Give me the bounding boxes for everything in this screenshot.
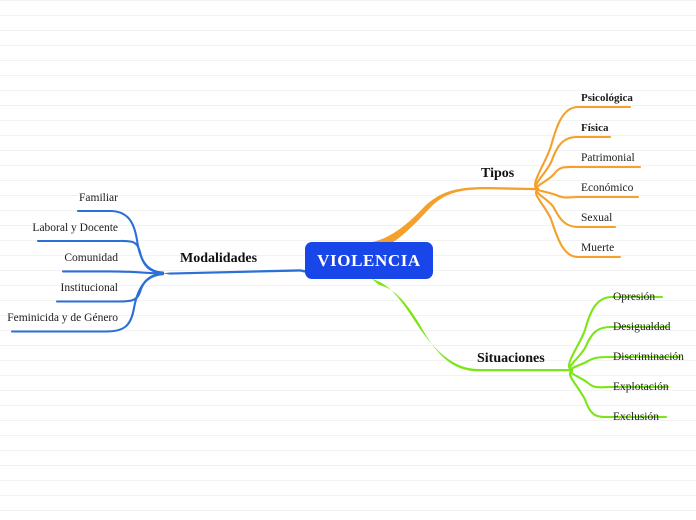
leaf-situaciones-opresion[interactable]: Opresión [613,291,656,303]
leaf-situaciones-explotacion[interactable]: Explotación [613,381,669,393]
edge-tipos-child-1 [535,135,612,191]
edge-modalidades-child-2 [61,270,165,275]
leaf-modalidades-feminicida-y-de-genero[interactable]: Feminicida y de Género [7,312,118,324]
edge-modalidades-trunk [163,269,305,275]
edge-modalidades-child-1 [36,239,165,275]
leaf-tipos-patrimonial[interactable]: Patrimonial [581,152,635,164]
leaf-tipos-muerte[interactable]: Muerte [581,242,615,254]
edge-tipos-trunk [372,187,538,249]
leaf-situaciones-discriminacion[interactable]: Discriminación [613,351,684,363]
central-node[interactable]: VIOLENCIA [305,242,433,279]
edge-situaciones-child-0 [568,295,664,371]
edge-situaciones-child-3 [569,369,670,389]
edge-situaciones-child-4 [569,370,668,419]
branch-title-situaciones[interactable]: Situaciones [477,351,545,366]
leaf-situaciones-desigualdad[interactable]: Desigualdad [613,321,671,333]
edge-tipos-child-5 [535,188,622,259]
leaf-tipos-sexual[interactable]: Sexual [581,212,613,224]
leaf-tipos-fisica[interactable]: Física [581,122,609,134]
edge-tipos-child-0 [534,105,632,190]
branch-title-tipos[interactable]: Tipos [481,166,515,181]
central-node-label: VIOLENCIA [317,250,421,270]
edge-situaciones-child-1 [569,325,670,372]
leaf-modalidades-laboral-y-docente[interactable]: Laboral y Docente [32,222,118,234]
leaf-modalidades-comunidad[interactable]: Comunidad [64,252,118,264]
edge-tipos-child-4 [535,188,617,229]
edge-tipos-child-3 [536,188,640,199]
branch-title-modalidades[interactable]: Modalidades [180,251,258,266]
leaf-tipos-psicologica[interactable]: Psicológica [581,92,633,104]
leaf-tipos-economico[interactable]: Económico [581,182,634,194]
edge-modalidades-child-4 [10,273,165,333]
edge-situaciones-child-2 [569,355,682,372]
edge-tipos-child-2 [535,165,642,191]
leaf-modalidades-institucional[interactable]: Institucional [60,282,119,294]
leaf-modalidades-familiar[interactable]: Familiar [79,192,118,204]
leaf-situaciones-exclusion[interactable]: Exclusión [613,411,659,423]
